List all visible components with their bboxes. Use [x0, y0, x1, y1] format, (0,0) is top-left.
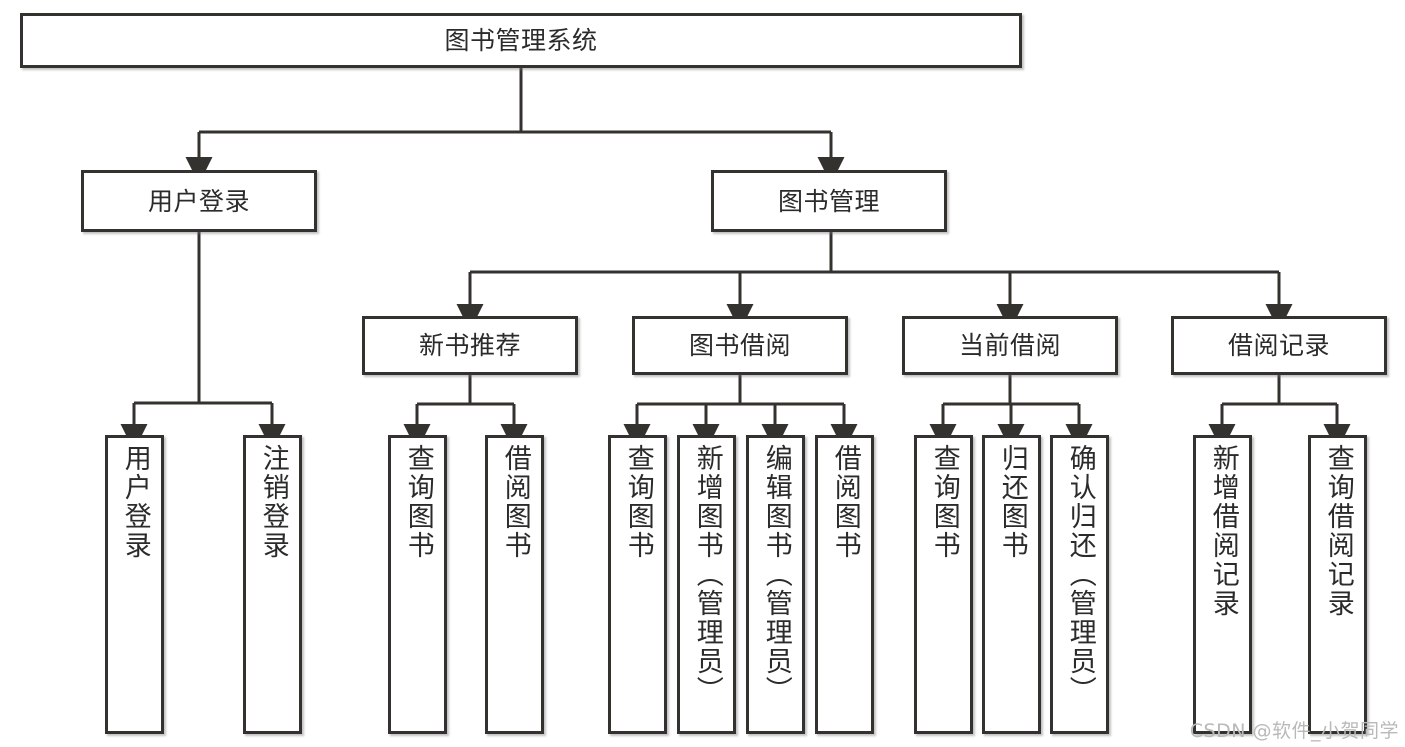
csdn-watermark: CSDN @软件_小贺同学 [1189, 720, 1399, 742]
leaf-new-book-borrow-book[interactable]: 借阅图书 [485, 435, 544, 734]
node-label: 注销登录 [257, 444, 289, 560]
node-book-borrow[interactable]: 图书借阅 [632, 316, 848, 375]
node-borrow-record[interactable]: 借阅记录 [1171, 316, 1387, 375]
leaf-book-borrow-add-book-admin[interactable]: 新增图书（管理员） [677, 435, 736, 734]
node-label: 当前借阅 [958, 331, 1061, 360]
node-label: 归还图书 [996, 444, 1028, 560]
node-label: 图书借阅 [688, 331, 791, 360]
leaf-current-borrow-query-book[interactable]: 查询图书 [914, 435, 973, 734]
node-user-login[interactable]: 用户登录 [81, 170, 317, 232]
leaf-current-borrow-return-book[interactable]: 归还图书 [982, 435, 1041, 734]
node-label: 确认归还（管理员） [1064, 444, 1096, 705]
node-label: 查询图书 [928, 444, 960, 560]
leaf-current-borrow-confirm-return-admin[interactable]: 确认归还（管理员） [1050, 435, 1109, 734]
leaf-book-borrow-query-book[interactable]: 查询图书 [608, 435, 667, 734]
node-label: 借阅图书 [829, 444, 861, 560]
leaf-book-borrow-borrow-book[interactable]: 借阅图书 [815, 435, 874, 734]
leaf-user-login-logout[interactable]: 注销登录 [243, 435, 302, 734]
node-label: 用户登录 [119, 444, 151, 560]
leaf-borrow-record-query-record[interactable]: 查询借阅记录 [1308, 435, 1367, 734]
node-label: 图书管理系统 [444, 26, 598, 55]
leaf-book-borrow-edit-book-admin[interactable]: 编辑图书（管理员） [746, 435, 805, 734]
node-label: 新增借阅记录 [1207, 444, 1239, 618]
node-label: 借阅图书 [499, 444, 531, 560]
node-label: 查询图书 [402, 444, 434, 560]
node-label: 用户登录 [147, 186, 250, 216]
node-label: 借阅记录 [1227, 331, 1330, 360]
node-root-book-management-system[interactable]: 图书管理系统 [20, 13, 1022, 68]
leaf-new-book-query-book[interactable]: 查询图书 [388, 435, 447, 734]
node-label: 查询图书 [622, 444, 654, 560]
node-new-book-recommend[interactable]: 新书推荐 [362, 316, 578, 375]
node-label: 查询借阅记录 [1322, 444, 1354, 618]
node-current-borrow[interactable]: 当前借阅 [902, 316, 1118, 375]
leaf-user-login-login[interactable]: 用户登录 [105, 435, 164, 734]
node-book-management[interactable]: 图书管理 [711, 170, 947, 232]
leaf-borrow-record-add-record[interactable]: 新增借阅记录 [1193, 435, 1252, 734]
node-label: 图书管理 [777, 186, 880, 216]
node-label: 新增图书（管理员） [691, 444, 723, 705]
node-label: 新书推荐 [418, 331, 521, 360]
node-label: 编辑图书（管理员） [760, 444, 792, 705]
